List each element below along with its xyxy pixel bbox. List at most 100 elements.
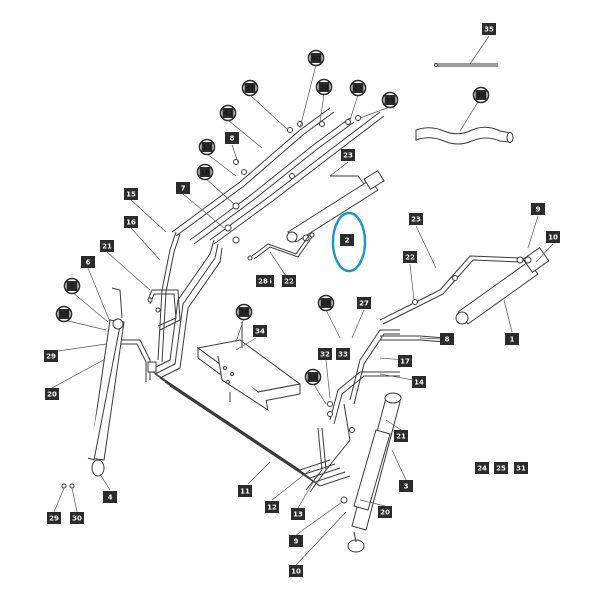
callout-label: 35 [484, 26, 494, 34]
callout-tag-1: 1 [505, 333, 519, 345]
callout-tag-32: 32 [318, 348, 332, 360]
callout-tag-4: 4 [103, 491, 117, 503]
callout-label: 23 [411, 216, 421, 224]
callout-tag-9: 9 [531, 203, 545, 215]
callout-label: 30 [72, 515, 82, 523]
callout-tag-7: 7 [176, 182, 190, 194]
callout-tag-14: 14 [412, 376, 426, 388]
callout-tag-13: 13 [291, 508, 305, 520]
part-hose-sleeve [415, 101, 514, 145]
callout-label: 25 [496, 465, 506, 473]
hose-right [379, 215, 554, 343]
callout-tag-16: 16 [124, 216, 138, 228]
callout-tag-10: 10 [546, 231, 560, 243]
callout-tag-20: 20 [45, 388, 59, 400]
callout-tag-3: 3 [399, 480, 413, 492]
callout-tag-22: 22 [282, 275, 296, 287]
callout-label: 22 [405, 254, 415, 262]
callout-tag-20: 20 [378, 506, 392, 518]
callout-tag-29: 29 [44, 350, 58, 362]
highlight-ring [331, 211, 367, 273]
callout-label: 29 [46, 353, 56, 361]
callout-tag-41: 41 [349, 79, 367, 97]
callout-tag-28: 28 [317, 294, 335, 312]
callout-label: 38 [319, 84, 329, 92]
callout-tag-36: 36 [304, 368, 322, 386]
callout-label: 3 [404, 483, 409, 491]
callout-tag-18: 18 [196, 163, 214, 181]
callout-label: 6 [86, 259, 91, 267]
callout-tag-21: 21 [100, 240, 114, 252]
callout-tag-8: 8 [440, 333, 454, 345]
callout-label: 18 [200, 169, 210, 177]
part-bracket-plate [196, 322, 302, 412]
callout-tag-34: 34 [253, 325, 267, 337]
callout-label: 7 [181, 185, 186, 193]
callout-label: 27 [359, 300, 369, 308]
callout-tag-15: 15 [124, 188, 138, 200]
part-rod [434, 35, 498, 67]
callout-label: 23 [343, 152, 353, 160]
callout-label: 20 [47, 391, 57, 399]
callout-tag-19: 19 [198, 138, 216, 156]
callout-tag-42: 42 [219, 104, 237, 122]
callout-tag-38: 38 [315, 78, 333, 96]
callout-label: 12 [267, 504, 277, 512]
callout-tag-9: 9 [289, 535, 303, 547]
callout-label: 13 [293, 511, 303, 519]
callout-tag-5: 5 [63, 277, 81, 295]
callout-label: 29 [49, 515, 59, 523]
callout-label: 5 [70, 283, 75, 291]
callout-label: 34 [255, 328, 265, 336]
callout-label: 19 [202, 144, 212, 152]
callout-tag-36: 36 [472, 86, 490, 104]
callout-tag-10: 10 [289, 565, 303, 577]
callout-label: 15 [126, 191, 136, 199]
callout-label: 32 [320, 351, 330, 359]
callout-label: 42 [223, 110, 233, 118]
callout-tag-40: 40 [307, 49, 325, 67]
callout-tag-31: 31 [514, 462, 528, 474]
callout-label: 8 [230, 135, 235, 143]
callout-tag-17: 17 [398, 355, 412, 367]
callout-tag-33: 33 [336, 348, 350, 360]
hose-bundle-upper [171, 107, 385, 245]
callout-label: 2 [345, 237, 350, 245]
callout-tag-39: 39 [381, 91, 399, 109]
callout-label: 4 [108, 494, 113, 502]
callout-tag-29: 29 [47, 512, 61, 524]
pipe-bundle-main [149, 231, 351, 487]
callout-label: 39 [385, 97, 395, 105]
callout-label: 36 [476, 92, 486, 100]
callout-tag-37: 37 [241, 79, 259, 97]
callout-tag-6: 6 [81, 256, 95, 268]
callout-tag-2: 2 [340, 234, 354, 246]
callout-label: 30 [59, 311, 69, 319]
callout-label: 8 [445, 336, 450, 344]
callout-tag-28: 28 [235, 303, 253, 321]
part-cylinder-upper [286, 161, 385, 243]
callout-tag-24: 24 [475, 462, 489, 474]
part-cylinder-lower [295, 392, 407, 566]
callout-label: 9 [536, 206, 541, 214]
part-cylinder-left [50, 267, 125, 513]
callout-label: 17 [400, 358, 410, 366]
callout-label: 9 [294, 538, 299, 546]
callout-label: 16 [126, 219, 136, 227]
callout-tag-11: 11 [238, 485, 252, 497]
callout-label: 37 [245, 85, 255, 93]
callout-tag-23: 23 [341, 149, 355, 161]
callout-label: 24 [477, 465, 487, 473]
part-hose-short [247, 232, 315, 277]
callout-label: 28 [258, 278, 268, 286]
callout-label: 20 [380, 509, 390, 517]
callout-label: 11 [240, 488, 250, 496]
callout-label: 14 [414, 379, 424, 387]
callout-label: 28 [239, 309, 249, 317]
callout-label: 36 [308, 374, 318, 382]
callout-label: 33 [338, 351, 348, 359]
callout-tag-8: 8 [225, 132, 239, 144]
callout-label: 22 [284, 278, 294, 286]
